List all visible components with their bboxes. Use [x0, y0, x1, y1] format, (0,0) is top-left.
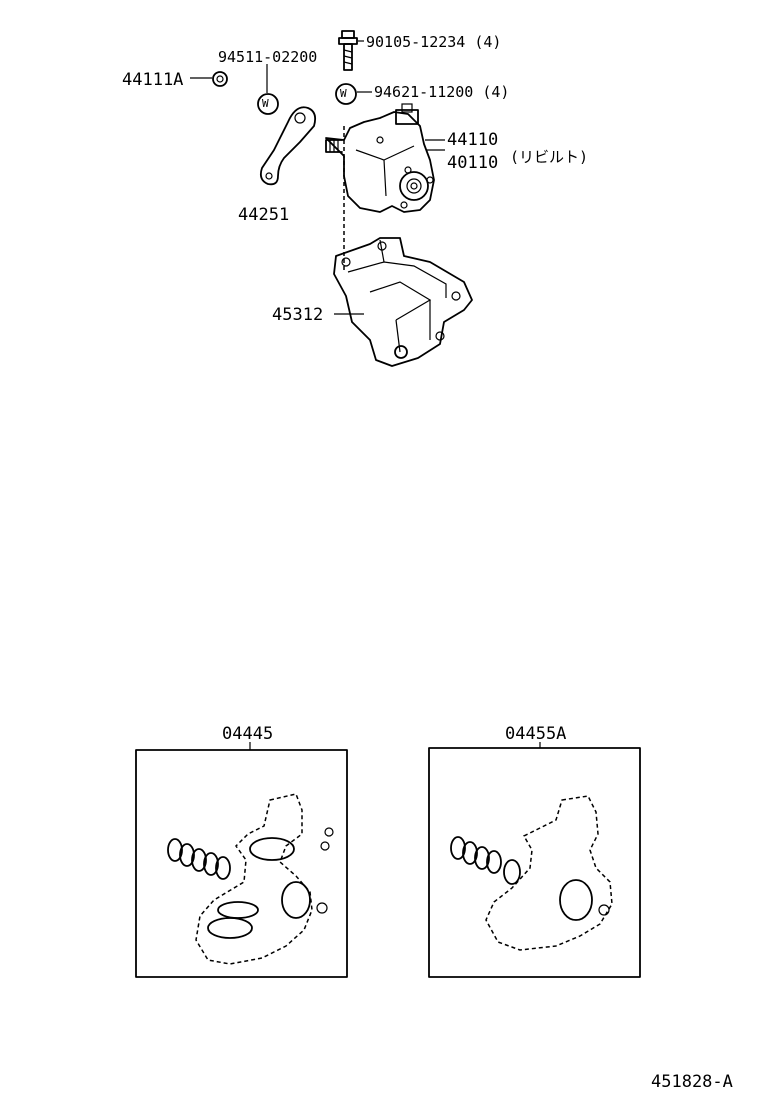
- kit-box-04445: [135, 749, 348, 978]
- bolt-90105: [338, 30, 364, 71]
- part-number-90105: 90105-12234: [366, 33, 466, 51]
- label-40110: 40110: [447, 153, 499, 173]
- label-44251: 44251: [238, 205, 290, 225]
- label-44111a: 44111A: [122, 70, 184, 90]
- bracket-45312: [333, 237, 473, 367]
- label-40110-rebuilt-note: (リビルト): [510, 148, 589, 166]
- washer-w-symbol-2: W: [340, 87, 347, 100]
- qty-90105: (4): [474, 33, 502, 51]
- drawing-reference: 451828-A: [651, 1072, 733, 1092]
- label-90105-12234: 90105-12234 (4): [366, 32, 501, 52]
- kit-box-04455a: [428, 747, 641, 978]
- washer-94511: [257, 93, 279, 115]
- qty-94621: (4): [482, 83, 510, 101]
- seal-kit-04445-drawing: [167, 793, 334, 965]
- seal-kit-04455a-drawing: [450, 795, 613, 951]
- washer-94621: [335, 83, 372, 105]
- steering-gear-44110: [325, 103, 445, 213]
- label-44110: 44110: [447, 130, 499, 150]
- label-45312: 45312: [272, 305, 324, 325]
- label-94621-11200: 94621-11200 (4): [374, 82, 509, 102]
- part-number-94621: 94621-11200: [374, 83, 474, 101]
- label-94511-02200: 94511-02200: [218, 48, 318, 66]
- nut-44111a: [190, 71, 228, 87]
- pitman-arm-44251: [259, 106, 317, 186]
- washer-w-symbol-1: W: [262, 97, 269, 110]
- label-kit-04455a: 04455A: [505, 724, 567, 744]
- label-kit-04445: 04445: [222, 724, 274, 744]
